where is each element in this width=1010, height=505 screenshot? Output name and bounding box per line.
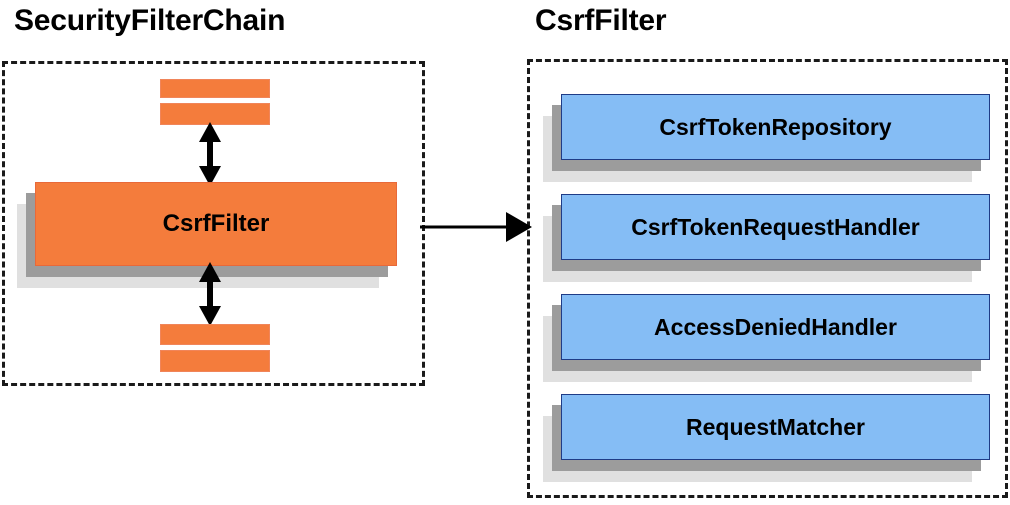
collaborator-node-csrftokenrequesthandler[interactable]: CsrfTokenRequestHandler (543, 194, 990, 282)
collaborator-label: AccessDeniedHandler (561, 294, 990, 360)
filter-bar-above-1 (160, 79, 270, 98)
securityfilterchain-container (2, 61, 425, 386)
csrffilter-title: CsrfFilter (535, 4, 667, 37)
expand-right-arrow-icon (420, 212, 532, 242)
collaborator-label: RequestMatcher (561, 394, 990, 460)
collaborator-label: CsrfTokenRequestHandler (561, 194, 990, 260)
filter-bar-below-1 (160, 324, 270, 345)
collaborator-label: CsrfTokenRepository (561, 94, 990, 160)
chain-up-arrow-icon (199, 122, 221, 186)
collaborator-node-csrftokenrepository[interactable]: CsrfTokenRepository (543, 94, 990, 182)
csrffilter-node[interactable]: CsrfFilter (17, 182, 397, 288)
filter-bar-above-2 (160, 103, 270, 125)
csrffilter-container (527, 59, 1008, 498)
securityfilterchain-title: SecurityFilterChain (14, 4, 286, 37)
csrffilter-node-label: CsrfFilter (35, 182, 397, 266)
filter-bar-below-2 (160, 350, 270, 372)
chain-down-arrow-icon (199, 262, 221, 326)
collaborator-node-requestmatcher[interactable]: RequestMatcher (543, 394, 990, 482)
collaborator-node-accessdeniedhandler[interactable]: AccessDeniedHandler (543, 294, 990, 382)
